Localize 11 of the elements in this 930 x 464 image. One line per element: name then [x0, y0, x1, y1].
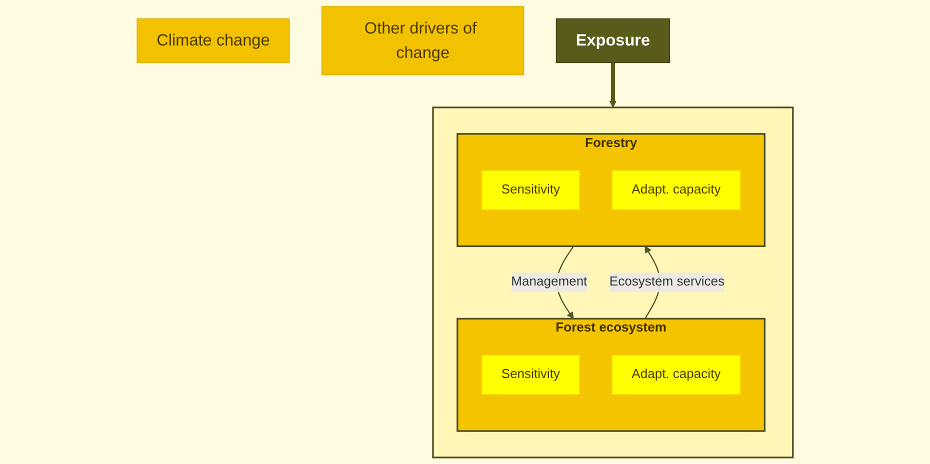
edge-label: Ecosystem services	[609, 275, 725, 289]
node-box: Climate change	[136, 18, 290, 64]
node-box: Exposure	[556, 18, 670, 64]
node-box: Other drivers of change	[321, 6, 524, 76]
arrow	[609, 62, 617, 108]
edge-label: Management	[511, 275, 588, 289]
node-box: Adapt. capacity	[612, 170, 741, 210]
cluster	[432, 106, 794, 458]
node-box: Sensitivity	[481, 170, 580, 210]
node-box: Sensitivity	[481, 354, 580, 395]
node-box: Adapt. capacity	[612, 354, 741, 395]
